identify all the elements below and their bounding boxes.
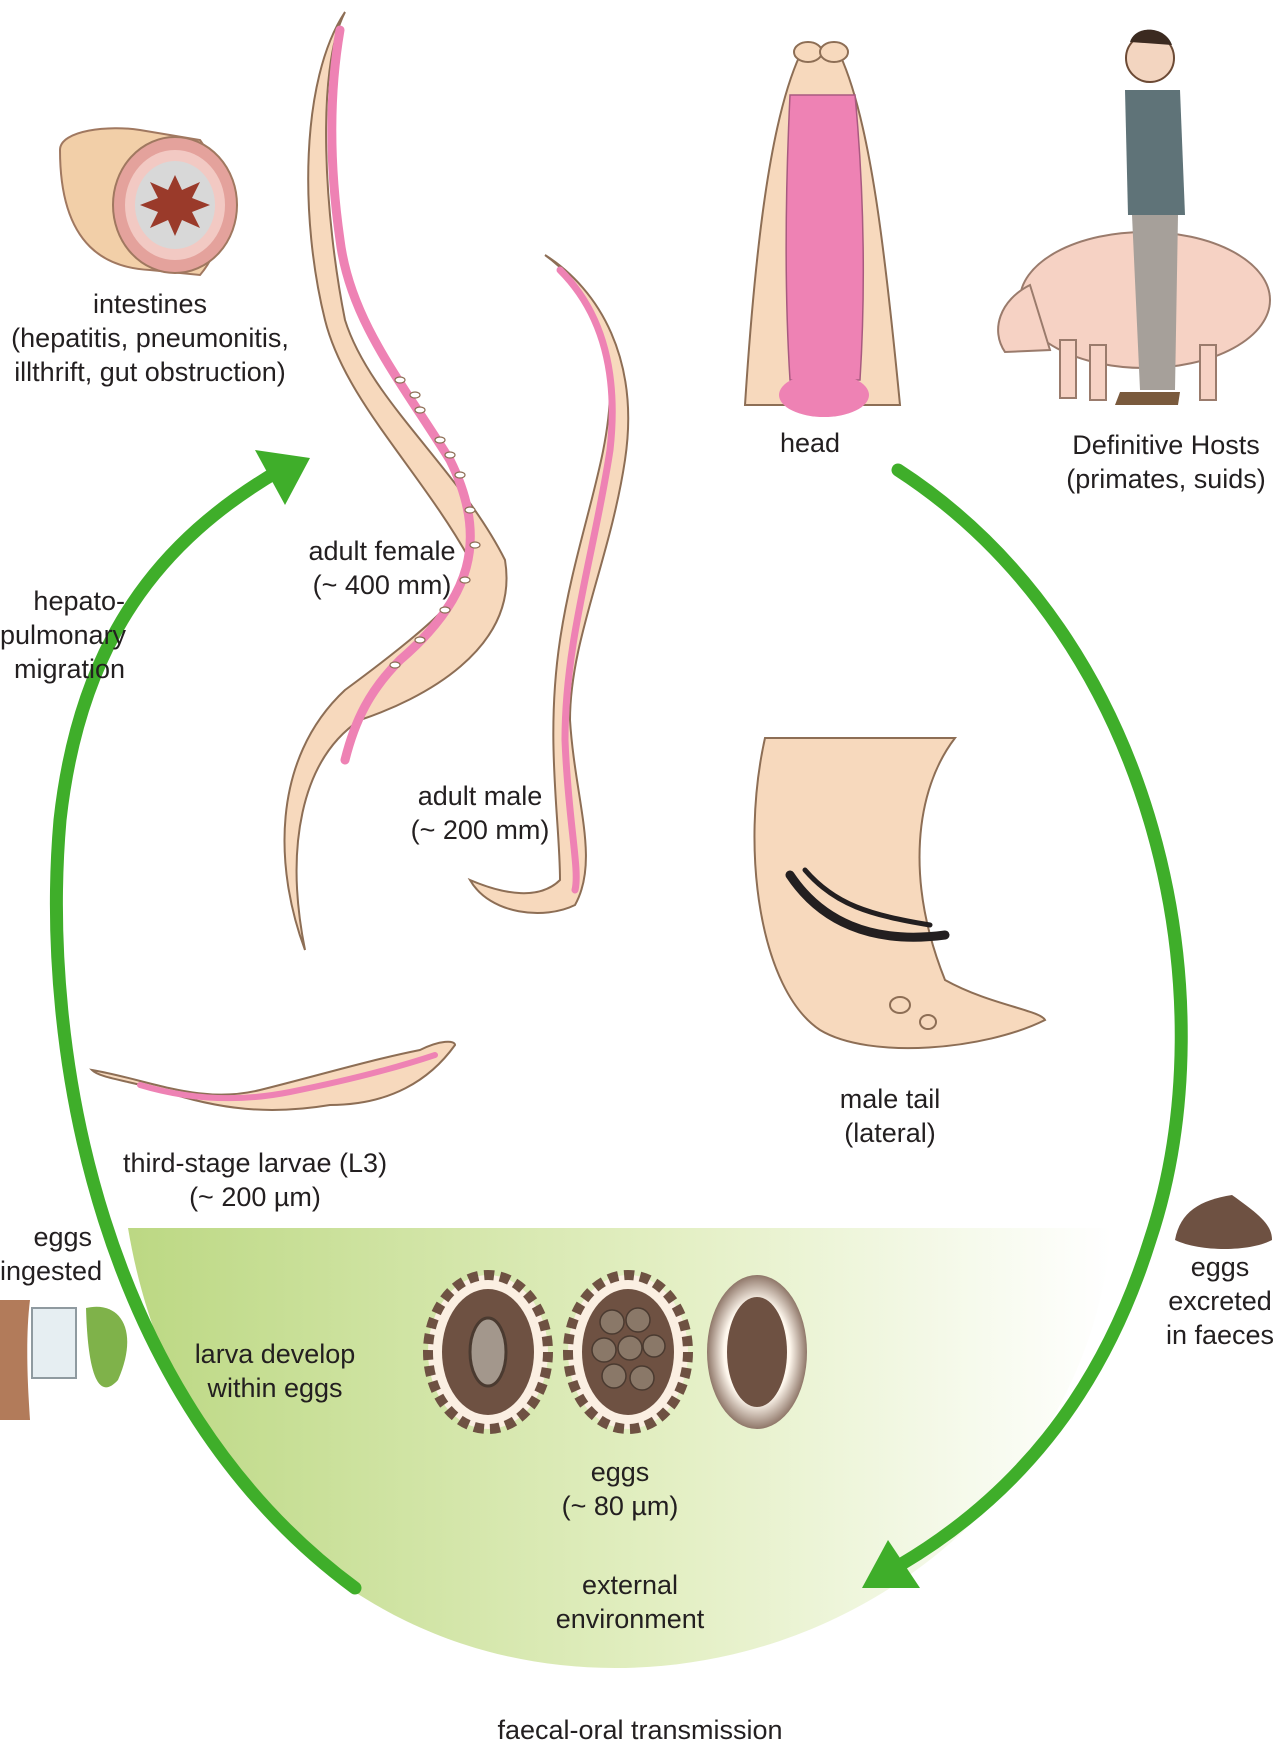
adult-male-label: adult male (~ 200 mm) <box>380 779 580 847</box>
egg-morula-icon <box>568 1275 688 1429</box>
eggs-size-label: eggs (~ 80 µm) <box>545 1455 695 1523</box>
transmission-label: faecal-oral transmission <box>440 1713 840 1747</box>
intestines-label: intestines (hepatitis, pneumonitis, illt… <box>0 287 300 389</box>
external-environment-label: external environment <box>535 1568 725 1636</box>
intestines-detail-1: (hepatitis, pneumonitis, <box>0 321 300 355</box>
eggs-ingested-label: eggs ingested <box>0 1220 92 1288</box>
larvae-label: third-stage larvae (L3) (~ 200 µm) <box>110 1146 400 1214</box>
definitive-hosts-label: Definitive Hosts (primates, suids) <box>1050 428 1282 496</box>
eggs-excreted-label: eggs excreted in faeces <box>1158 1250 1282 1352</box>
egg-decorticated-icon <box>707 1275 807 1429</box>
egg-larvated-icon <box>428 1275 548 1429</box>
larva-icon <box>92 1042 455 1110</box>
worm-head-icon <box>745 42 900 417</box>
intestines-detail-2: illthrift, gut obstruction) <box>0 355 300 389</box>
male-tail-icon <box>754 738 1045 1048</box>
adult-female-label: adult female (~ 400 mm) <box>272 534 492 602</box>
head-label: head <box>760 426 860 460</box>
larva-develop-label: larva develop within eggs <box>180 1337 370 1405</box>
male-tail-label: male tail (lateral) <box>830 1082 950 1150</box>
eggs-ingested-icon <box>0 1300 127 1420</box>
migration-label: hepato- pulmonary migration <box>0 584 125 686</box>
faeces-icon <box>1175 1195 1272 1249</box>
intestines-title: intestines <box>0 287 300 321</box>
intestine-icon <box>60 128 237 275</box>
